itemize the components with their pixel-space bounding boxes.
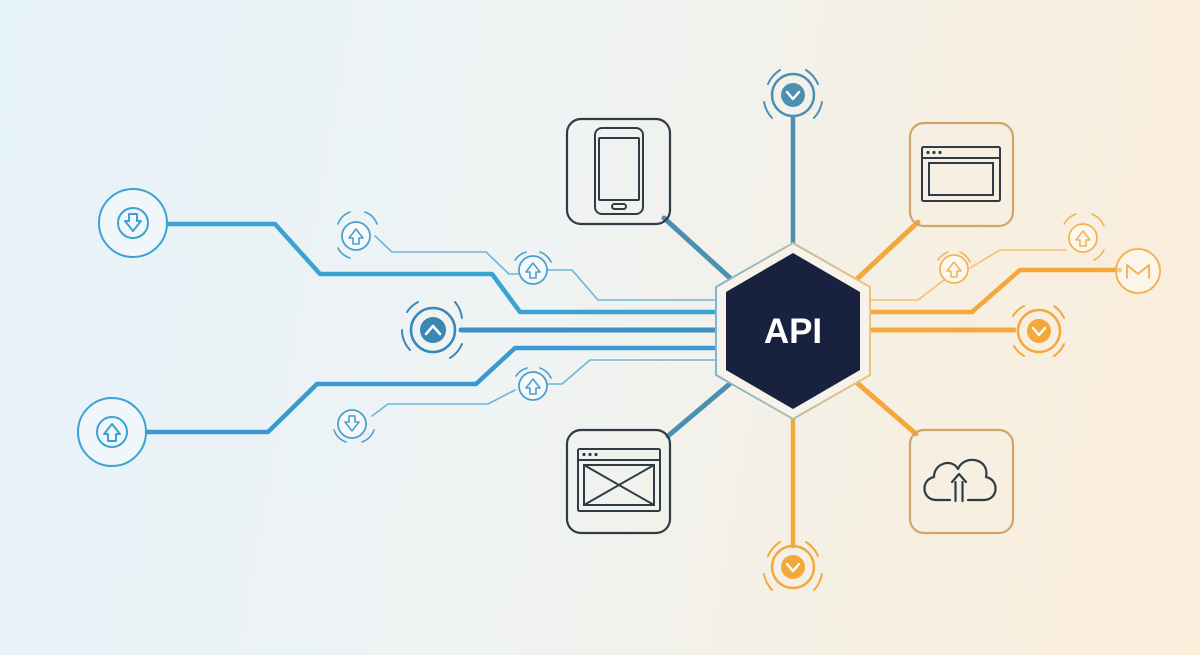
line-thin-lower-1 [547,359,723,385]
endpoint-small-upper-center[interactable] [514,251,552,285]
chevron-up-icon [424,324,442,336]
endpoint-right-mail[interactable] [1115,248,1161,294]
device-webpage-tile [565,428,672,535]
line-right-mail [863,267,1123,315]
spoke-mobile [661,215,733,281]
chevron-down-icon [1031,326,1047,337]
endpoint-small-lower-center[interactable] [515,367,552,401]
endpoint-right-middle[interactable] [1012,305,1065,357]
endpoint-left-top-ring [98,188,168,258]
device-cloud-tile [908,428,1015,535]
line-thin-right-1 [865,279,945,301]
line-thin-right-2 [969,249,1067,269]
endpoint-left-bottom[interactable] [77,397,147,467]
spoke-webpage [665,379,735,439]
spoke-browser [855,219,921,281]
smartphone-icon [594,127,644,215]
api-hub-label: API [764,312,822,351]
upload-arrow-icon [946,261,962,278]
line-thin-lower-2 [371,389,516,417]
endpoint-small-right-1[interactable] [937,251,971,284]
mail-icon [1126,264,1150,279]
endpoint-small-upper-left[interactable] [337,211,378,259]
chevron-down-icon [785,90,801,101]
endpoint-left-top[interactable] [98,188,168,258]
device-browser[interactable] [908,121,1015,228]
webpage-placeholder-icon [577,448,661,512]
device-browser-tile [908,121,1015,228]
endpoint-left-bottom-ring [77,397,147,467]
download-arrow-icon [344,415,360,432]
device-cloud[interactable] [908,428,1015,535]
left-connectors [144,221,725,435]
upload-arrow-icon [96,416,128,448]
upload-arrow-icon [525,262,541,279]
upload-arrow-icon [348,228,364,245]
upload-arrow-icon [1075,230,1091,247]
api-hub-core [726,253,860,409]
right-connectors [863,249,1123,333]
cloud-upload-icon [923,458,997,503]
pulse-waves-left-middle [401,301,463,359]
hub-spokes [661,115,921,549]
line-left-bottom [144,345,725,435]
spoke-cloud [853,379,919,437]
endpoint-small-right-2[interactable] [1063,213,1105,261]
device-mobile[interactable] [565,117,672,226]
endpoint-left-middle[interactable] [401,301,463,359]
upload-arrow-icon [525,378,541,395]
endpoint-small-lower-left[interactable] [333,409,375,443]
chevron-down-icon [785,562,801,573]
line-left-top [165,221,725,315]
endpoint-bottom[interactable] [763,541,823,591]
endpoint-top[interactable] [763,69,823,119]
browser-window-icon [921,146,1001,202]
device-mobile-tile [565,117,672,226]
api-hub: API [715,241,871,421]
device-webpage[interactable] [565,428,672,535]
line-thin-upper-2 [547,269,723,301]
line-thin-upper-1 [374,235,519,275]
download-arrow-icon [117,207,149,239]
